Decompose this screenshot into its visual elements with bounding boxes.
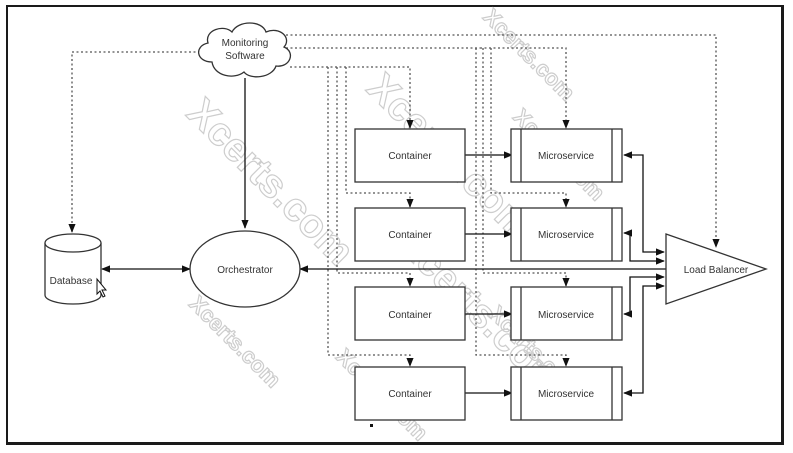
cylinder-body bbox=[44, 243, 102, 305]
container-label: Container bbox=[388, 151, 432, 162]
edge-monitoring-microservice-1 bbox=[480, 47, 570, 129]
orchestrator-label: Orchestrator bbox=[217, 265, 273, 276]
database-label: Database bbox=[50, 276, 93, 287]
cylinder-top bbox=[44, 233, 102, 253]
container-box bbox=[354, 128, 466, 183]
microservice-box bbox=[510, 366, 623, 421]
microservice-label: Microservice bbox=[538, 230, 595, 241]
microservice-box bbox=[510, 286, 623, 341]
container-label: Container bbox=[388, 389, 432, 400]
container-box bbox=[354, 286, 466, 341]
microservice-node[interactable]: Microservice bbox=[510, 128, 623, 183]
edge-monitoring-microservice-2 bbox=[490, 48, 570, 208]
cloud-shape bbox=[198, 22, 292, 78]
microservice-box bbox=[510, 207, 623, 262]
microservice-label: Microservice bbox=[538, 389, 595, 400]
ellipse-shape bbox=[189, 230, 301, 308]
stray-dot bbox=[370, 424, 373, 427]
edge-monitoring-microservice-3 bbox=[482, 48, 570, 287]
monitoring-label-line1: Monitoring bbox=[222, 38, 269, 49]
container-node[interactable]: Container bbox=[354, 128, 466, 183]
load-balancer-label: Load Balancer bbox=[684, 265, 749, 276]
watermark: Xcerts.com bbox=[478, 4, 580, 106]
edge-monitoring-container-3 bbox=[336, 67, 414, 287]
microservice-box bbox=[510, 128, 623, 183]
container-node[interactable]: Container bbox=[354, 366, 466, 421]
database-node[interactable]: Database bbox=[44, 233, 108, 305]
microservice-label: Microservice bbox=[538, 310, 595, 321]
container-node[interactable]: Container bbox=[354, 286, 466, 341]
edge-monitoring-container-2 bbox=[345, 67, 414, 208]
container-node[interactable]: Container bbox=[354, 207, 466, 262]
mouse-cursor-icon bbox=[96, 277, 108, 298]
monitoring-label-line2: Software bbox=[225, 51, 265, 62]
triangle-shape bbox=[665, 233, 768, 305]
orchestrator-node[interactable]: Orchestrator bbox=[189, 230, 301, 308]
edge-monitoring-microservice-4 bbox=[475, 48, 570, 367]
load-balancer-node[interactable]: Load Balancer bbox=[665, 233, 768, 305]
microservice-label: Microservice bbox=[538, 151, 595, 162]
edge-monitoring-container-4 bbox=[327, 67, 414, 367]
edge-microservice-3-loadbalancer bbox=[623, 273, 665, 318]
container-label: Container bbox=[388, 310, 432, 321]
container-label: Container bbox=[388, 230, 432, 241]
edge-monitoring-database bbox=[68, 51, 200, 233]
container-box bbox=[354, 207, 466, 262]
monitoring-edges bbox=[68, 34, 720, 367]
microservice-node[interactable]: Microservice bbox=[510, 366, 623, 421]
monitoring-software-node[interactable]: Monitoring Software bbox=[198, 22, 292, 78]
edge-microservice-4-loadbalancer bbox=[623, 282, 665, 397]
solid-edges bbox=[101, 78, 666, 397]
edge-microservice-2-loadbalancer bbox=[623, 229, 665, 265]
container-box bbox=[354, 366, 466, 421]
microservice-node[interactable]: Microservice bbox=[510, 207, 623, 262]
microservice-node[interactable]: Microservice bbox=[510, 286, 623, 341]
